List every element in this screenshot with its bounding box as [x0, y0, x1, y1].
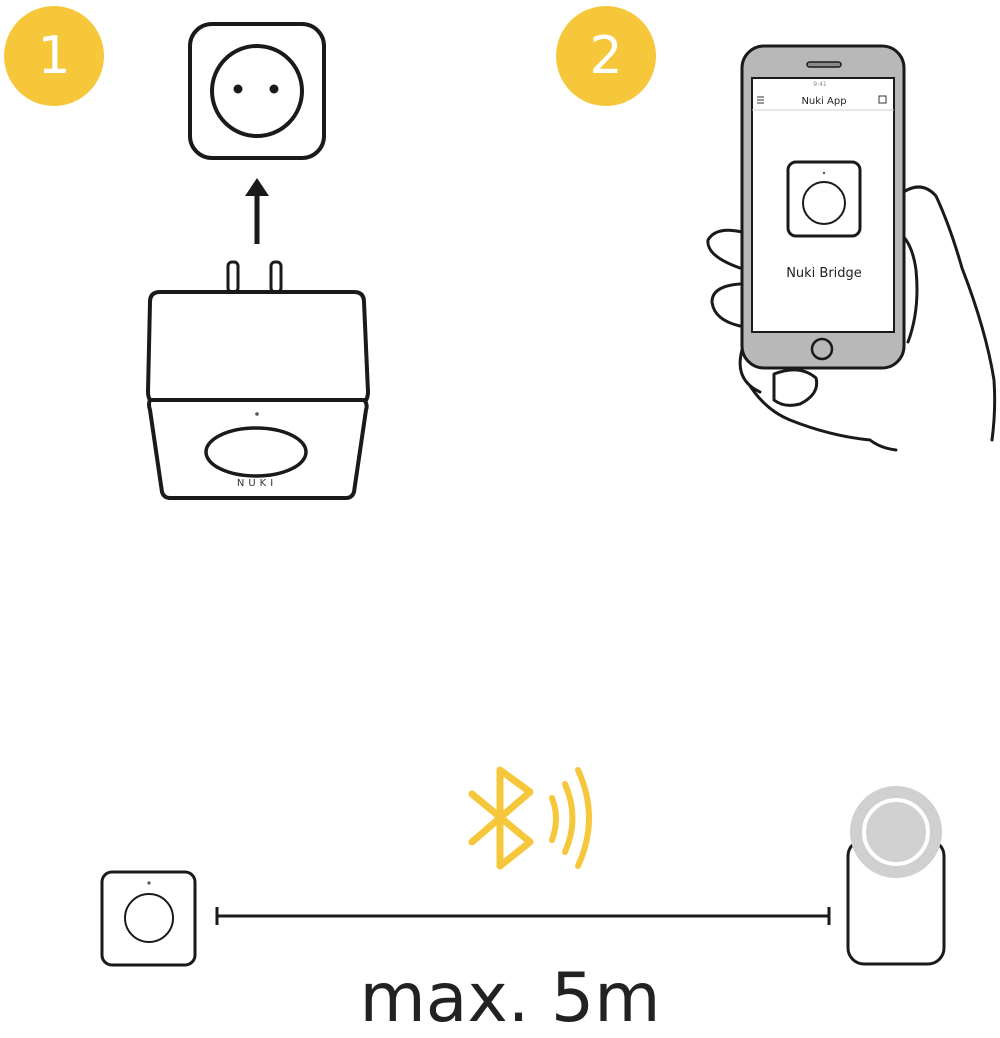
power-socket-icon	[188, 22, 326, 160]
menu-icon	[757, 96, 764, 104]
distance-bar	[215, 907, 831, 925]
smartphone-icon	[740, 44, 906, 370]
bridge-device-icon	[145, 260, 371, 500]
bluetooth-icon	[468, 766, 534, 870]
step-badge-1: 1	[4, 6, 104, 106]
step-badge-2: 2	[556, 6, 656, 106]
smart-lock-icon	[846, 786, 946, 966]
arrow-up-icon	[245, 178, 269, 244]
phone-device-label: Nuki Bridge	[786, 266, 862, 281]
step-number-1: 1	[37, 26, 71, 86]
bridge-thumbnail-icon	[786, 160, 862, 238]
bridge-small-icon	[100, 870, 197, 967]
phone-status-time: 9:41	[813, 81, 827, 88]
edit-icon	[878, 95, 887, 104]
bridge-brand-label: NUKI	[236, 478, 278, 489]
signal-waves-icon	[549, 767, 592, 869]
phone-app-title: Nuki App	[801, 96, 847, 107]
distance-label: max. 5m	[359, 959, 661, 1038]
hand-icon	[706, 185, 997, 452]
step-number-2: 2	[589, 26, 623, 86]
